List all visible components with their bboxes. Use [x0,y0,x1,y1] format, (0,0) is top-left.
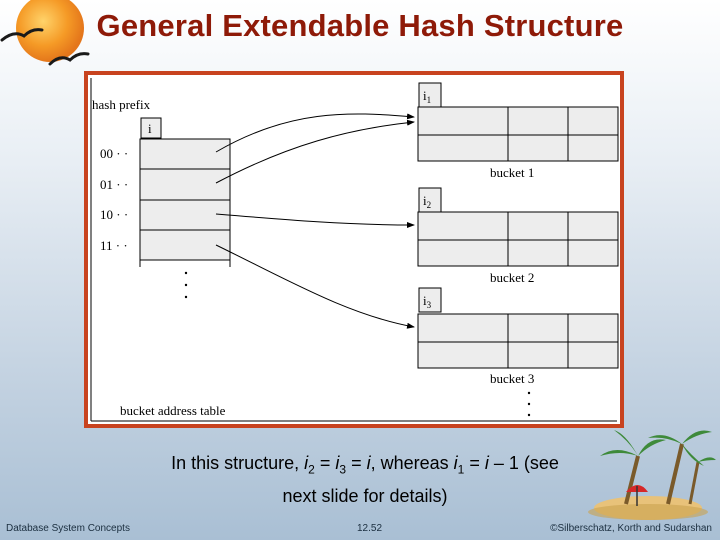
bucket-ellipsis [527,391,531,417]
table-ellipsis [184,271,188,299]
caption-line-1: In this structure, i2 = i3 = i, whereas … [171,453,559,477]
caption: In this structure, i2 = i3 = i, whereas … [100,450,630,509]
pointer-arrow [215,119,415,184]
bucket-3 [417,313,619,369]
figure-frame: hash prefix i 00 · · 01 · · 10 · · 11 · … [84,71,624,428]
bucket-1 [417,106,619,162]
pointer-arrow [215,244,415,329]
pointer-arrows [215,113,415,329]
slide-title: General Extendable Hash Structure [96,8,624,43]
bucket-address-table [139,138,231,267]
prefix-depth-label: i [148,121,152,136]
bucket-depth-box [418,287,442,313]
bucket-depth-label: i3 [423,293,432,310]
bucket-label: bucket 3 [490,371,534,386]
caption-line-2: next slide for details) [282,485,448,506]
bucket-depth-label: i2 [423,193,431,210]
footer-copyright: ©Silberschatz, Korth and Sudarshan [550,523,712,534]
table-entry: 11 · · [100,238,128,253]
table-cell [139,138,231,170]
footer-course-name: Database System Concepts [6,523,130,534]
table-cell [139,199,231,231]
table-entry: 00 · · [100,146,128,161]
prefix-depth-box [140,117,162,139]
pointer-arrow [215,113,415,153]
table-entry: 01 · · [100,177,128,192]
bucket-depth-label: i1 [423,88,431,105]
extendable-hash-figure: hash prefix i 00 · · 01 · · 10 · · 11 · … [88,75,620,424]
table-label: bucket address table [120,403,226,418]
bucket-label: bucket 1 [490,165,534,180]
sun-logo-icon [0,0,90,66]
table-cell [139,229,231,261]
hash-prefix-label: hash prefix [92,97,151,112]
pointer-arrow [215,213,415,228]
table-cell [139,168,231,201]
table-entry: 10 · · [100,207,128,222]
bucket-label: bucket 2 [490,270,534,285]
footer-slide-number: 12.52 [357,523,383,534]
palm-island-icon [588,430,716,520]
bucket-2 [417,211,619,267]
